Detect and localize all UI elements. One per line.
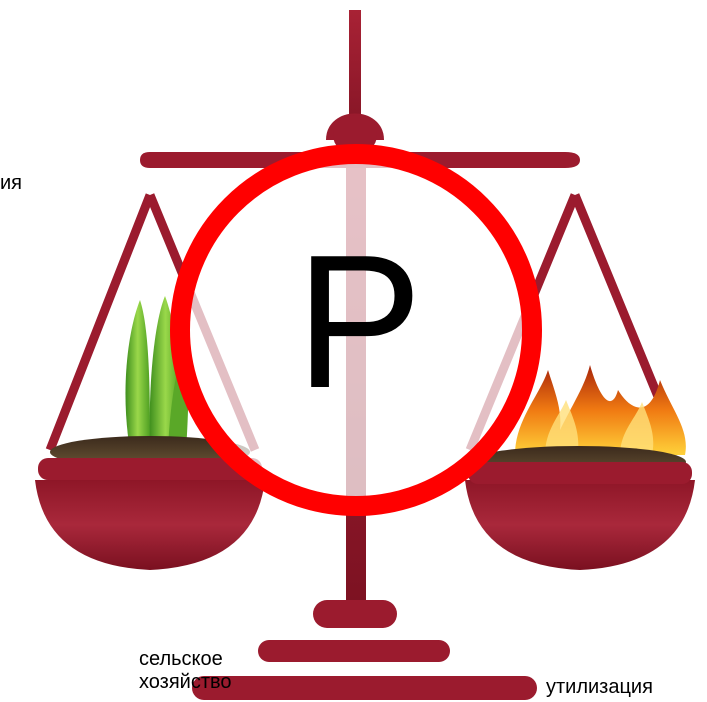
utilization-label: утилизация	[546, 676, 653, 699]
agriculture-label-line-2: хозяйство	[139, 671, 232, 694]
left-pan	[35, 480, 265, 570]
agriculture-label-line-1: сельское	[139, 648, 232, 671]
right-pan	[465, 480, 695, 570]
scale-base	[192, 600, 537, 700]
sign-letter: P	[229, 222, 489, 422]
right-pan-rim	[468, 462, 692, 484]
top-left-label: ия	[0, 172, 22, 195]
agriculture-label: сельское хозяйство	[139, 648, 232, 694]
